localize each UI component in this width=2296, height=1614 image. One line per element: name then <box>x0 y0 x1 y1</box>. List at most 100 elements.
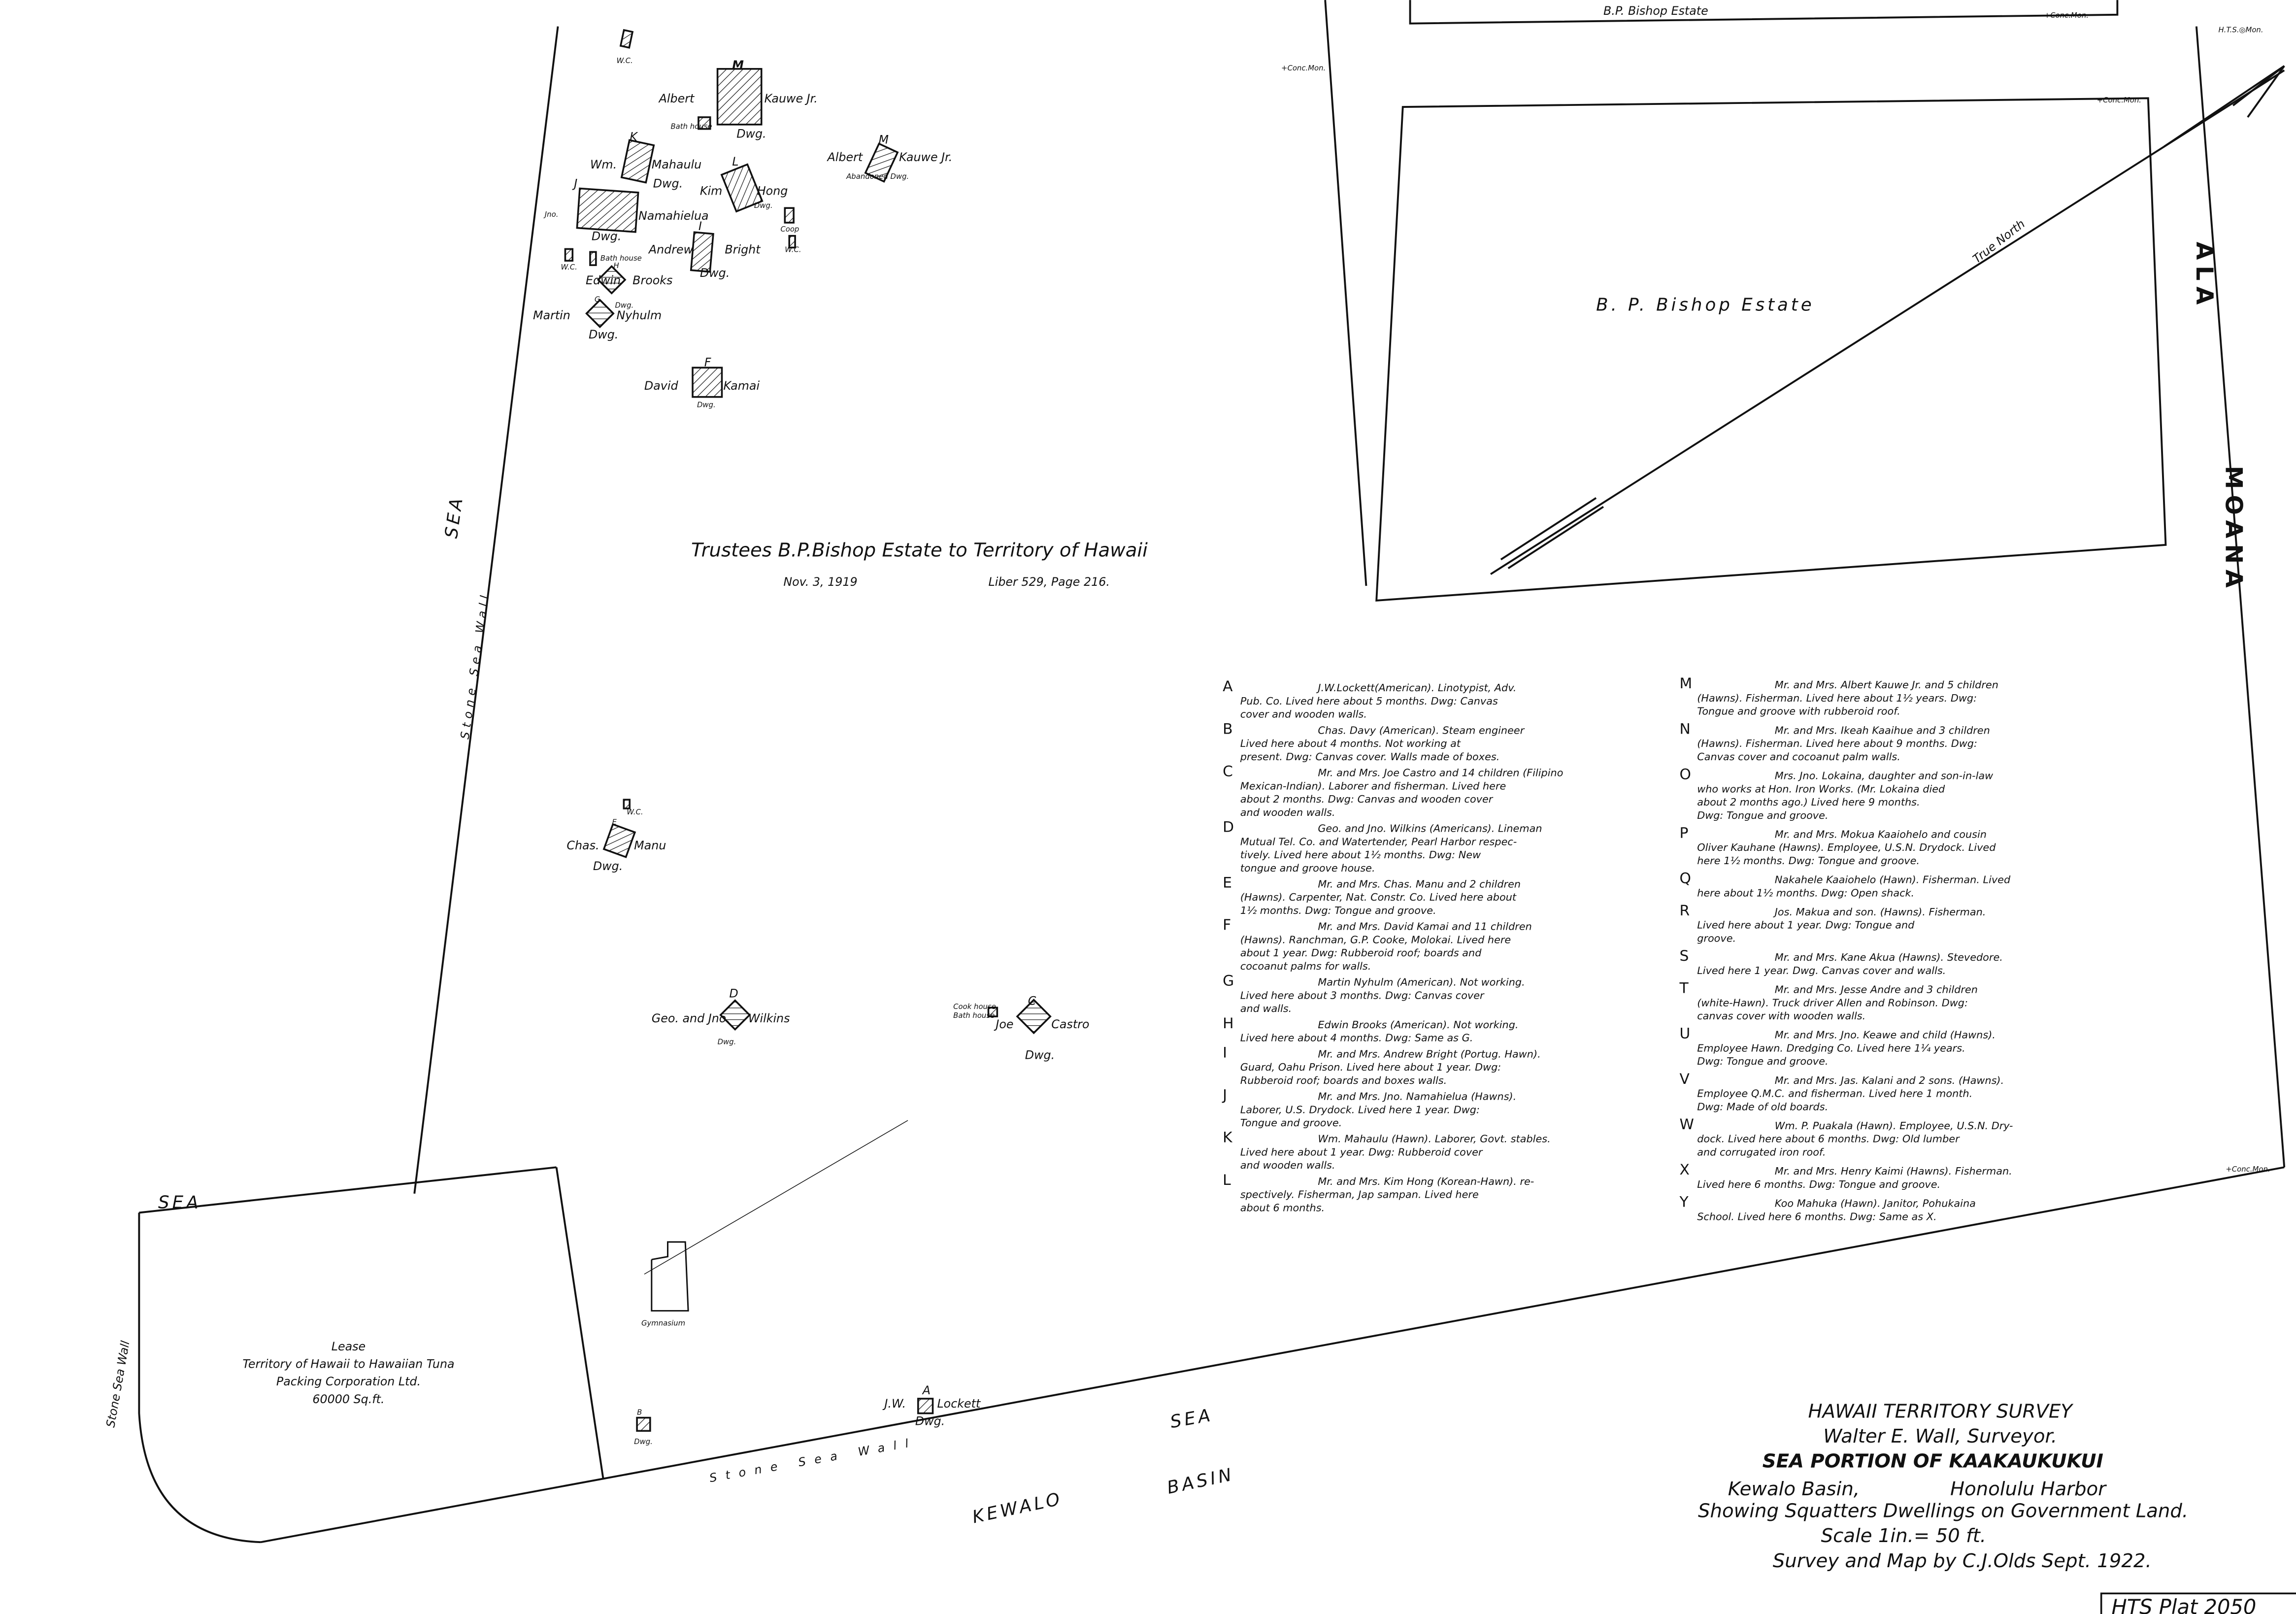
legend-key: O <box>1680 766 1691 783</box>
legend-key: I <box>1223 1044 1227 1061</box>
dwelling-l: L Kim Hong Dwg. <box>700 155 788 213</box>
svg-text:Lockett: Lockett <box>937 1397 981 1411</box>
svg-text:Andrew: Andrew <box>648 242 694 256</box>
svg-text:Geo. and Jno.: Geo. and Jno. <box>652 1011 730 1025</box>
legend-text-line: Mr. and Mrs. Jno. Namahielua (Hawns). <box>1318 1091 1516 1103</box>
svg-text:Abandoned Dwg.: Abandoned Dwg. <box>846 172 909 181</box>
svg-text:W.C.: W.C. <box>785 245 801 254</box>
svg-text:Dwg.: Dwg. <box>754 201 773 210</box>
legend-text-line: Lived here about 4 months. Dwg: Same as … <box>1240 1032 1473 1044</box>
legend-text-line: Pub. Co. Lived here about 5 months. Dwg:… <box>1240 695 1498 707</box>
sea-label-bottom: SEA <box>1169 1405 1215 1433</box>
svg-text:I: I <box>699 219 702 233</box>
legend-text-line: Nakahele Kaaiohelo (Hawn). Fisherman. Li… <box>1775 874 2011 886</box>
plat-box <box>2100 1592 2296 1614</box>
legend-key: X <box>1680 1161 1690 1178</box>
legend-entry: H Edwin Brooks (American). Not working.Li… <box>1223 1015 1518 1044</box>
plat-number: HTS Plat 2050 <box>2111 1595 2256 1614</box>
legend-text-line: Lived here about 1 year. Dwg: Rubberoid … <box>1240 1146 1483 1158</box>
title-subtitle: Showing Squatters Dwellings on Governmen… <box>1698 1500 2188 1522</box>
south-sea-wall-line <box>260 1166 2285 1544</box>
svg-text:Dwg.: Dwg. <box>592 230 621 243</box>
legend-text-line: Chas. Davy (American). Steam engineer <box>1318 724 1525 736</box>
svg-text:H: H <box>614 261 619 270</box>
bishop-middle-label: B. P. Bishop Estate <box>1596 295 1815 315</box>
svg-text:Dwg.: Dwg. <box>700 266 730 280</box>
true-north-label: True North <box>1970 217 2028 266</box>
sea-label-lower-left: SEA <box>158 1192 201 1212</box>
svg-text:W.C.: W.C. <box>627 807 643 816</box>
inner-west-line <box>1324 0 1367 586</box>
svg-text:Brooks: Brooks <box>632 273 672 287</box>
legend-text-line: about 2 months ago.) Lived here 9 months… <box>1697 796 1920 808</box>
legend-text-line: Employee Hawn. Dredging Co. Lived here 1… <box>1697 1042 1965 1054</box>
legend-text-line: Mr. and Mrs. Jesse Andre and 3 children <box>1775 984 1978 996</box>
dwelling-m-abandoned: M Albert Kauwe Jr. Abandoned Dwg. <box>827 133 952 183</box>
legend-key: T <box>1679 980 1689 997</box>
legend-key: B <box>1223 720 1232 738</box>
legend-key: D <box>1223 819 1234 836</box>
legend-text-line: Canvas cover and cocoanut palm walls. <box>1697 751 1900 763</box>
legend-key: Q <box>1680 870 1691 887</box>
bishop-top-parcel <box>1409 0 2119 25</box>
svg-text:Dwg.: Dwg. <box>593 859 623 873</box>
svg-text:K: K <box>630 130 638 143</box>
legend-text-line: Rubberoid roof; boards and boxes walls. <box>1240 1075 1447 1086</box>
legend-key: C <box>1223 763 1233 780</box>
legend-text-line: (white-Hawn). Truck driver Allen and Rob… <box>1697 997 1968 1009</box>
legend-text-line: dock. Lived here about 6 months. Dwg: Ol… <box>1697 1133 1960 1145</box>
dwelling-j: J Jno. Namahielua Dwg. <box>543 177 709 243</box>
legend-text-line: cover and wooden walls. <box>1240 708 1367 720</box>
legend-text-line: Mr. and Mrs. Kim Hong (Korean-Hawn). re- <box>1318 1176 1534 1187</box>
legend-text-line: Tongue and groove. <box>1240 1117 1342 1129</box>
legend-text-line: Wm. Mahaulu (Hawn). Laborer, Govt. stabl… <box>1318 1133 1550 1145</box>
svg-text:Wilkins: Wilkins <box>748 1011 790 1025</box>
dwelling-b: B Dwg. <box>634 1408 653 1446</box>
svg-text:Dwg.: Dwg. <box>653 177 683 191</box>
svg-text:Bath house: Bath house <box>670 122 712 131</box>
legend-text-line: Lived here 6 months. Dwg: Tongue and gro… <box>1697 1178 1940 1190</box>
svg-text:M: M <box>732 58 744 72</box>
legend-key: V <box>1680 1071 1690 1088</box>
legend-key: H <box>1223 1015 1233 1032</box>
svg-text:Jno.: Jno. <box>543 210 559 219</box>
legend-entry: K Wm. Mahaulu (Hawn). Laborer, Govt. stab… <box>1223 1129 1551 1172</box>
legend-text-line: canvas cover with wooden walls. <box>1697 1010 1865 1022</box>
legend-text-line: Edwin Brooks (American). Not working. <box>1318 1019 1518 1031</box>
legend-text-line: tongue and groove house. <box>1240 862 1375 874</box>
legend-entry: N Mr. and Mrs. Ikeah Kaaihue and 3 childr… <box>1680 720 1990 763</box>
svg-text:Wm.: Wm. <box>590 158 617 171</box>
legend-text-line: about 2 months. Dwg: Canvas and wooden c… <box>1240 793 1494 805</box>
true-north-line <box>1490 69 2285 575</box>
conc-mon-label: +Conc.Mon. <box>2097 96 2141 104</box>
svg-text:Gymnasium: Gymnasium <box>641 1318 685 1327</box>
legend-text-line: about 1 year. Dwg: Rubberoid roof; board… <box>1240 947 1482 959</box>
legend-text-line: Dwg: Tongue and groove. <box>1697 809 1828 821</box>
dwelling-e: E Chas. Manu Dwg. <box>566 818 666 873</box>
stone-sea-wall-left: Stone Sea Wall <box>458 590 492 740</box>
svg-text:J.W.: J.W. <box>882 1397 906 1411</box>
legend-text-line: Mr. and Mrs. Ikeah Kaaihue and 3 childre… <box>1775 724 1990 736</box>
sea-label-left: SEA <box>441 494 467 539</box>
east-boundary <box>2195 26 2286 1168</box>
svg-text:Dwg.: Dwg. <box>736 127 766 141</box>
legend-key: K <box>1223 1129 1233 1146</box>
svg-text:Dwg.: Dwg. <box>634 1437 653 1446</box>
legend-key: J <box>1222 1087 1227 1104</box>
grantor-date: Nov. 3, 1919 <box>783 575 857 589</box>
legend-text-line: present. Dwg: Canvas cover. Walls made o… <box>1240 751 1500 763</box>
title-main: SEA PORTION OF KAAKAUKUKUI <box>1763 1450 2103 1473</box>
svg-text:David: David <box>644 379 679 393</box>
legend-key: N <box>1680 720 1691 738</box>
svg-text:Lease: Lease <box>332 1340 366 1353</box>
dwelling-k: K Wm. Mahaulu Dwg. <box>590 130 701 190</box>
